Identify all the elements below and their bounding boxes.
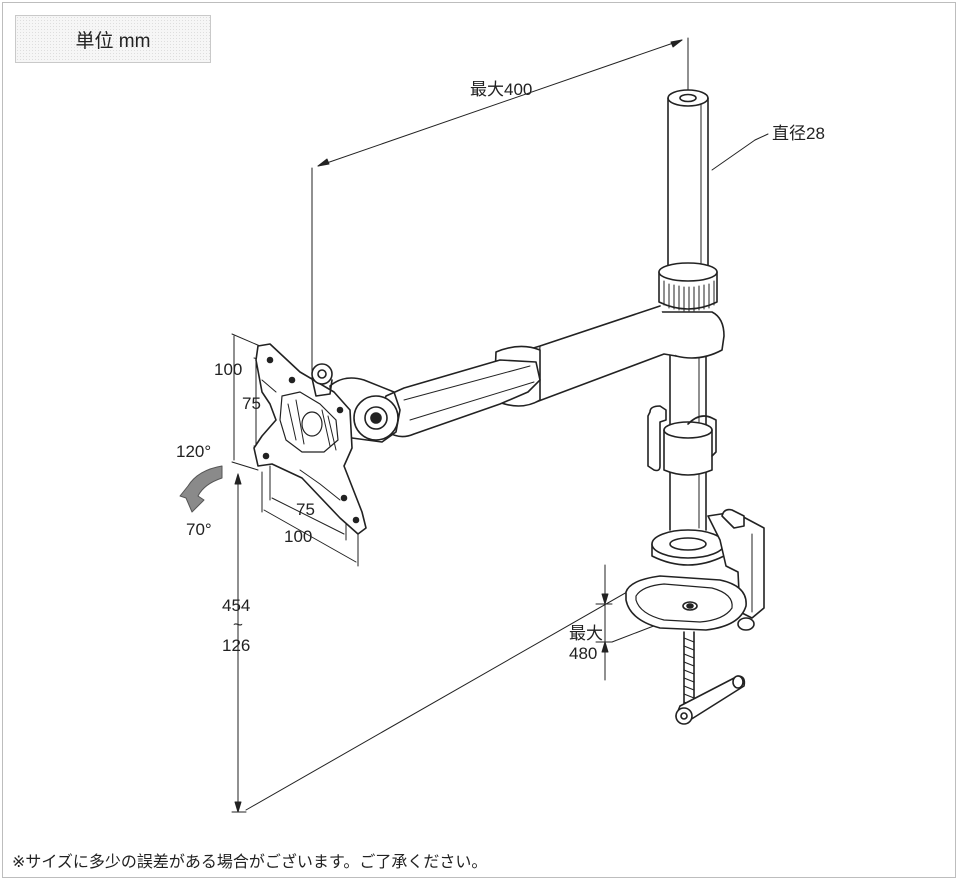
tilt-down-label: 70° <box>186 520 212 539</box>
height-tilde-label: ~ <box>233 615 243 634</box>
height-max-label: 454 <box>222 596 251 615</box>
height-min-label: 126 <box>222 636 251 655</box>
vesa-plate <box>253 343 367 535</box>
vesa-inner-width-label: 75 <box>296 500 315 519</box>
unit-label-box: 単位 mm <box>15 15 211 63</box>
desk-clamp <box>625 508 765 725</box>
vesa-inner-height-label: 75 <box>242 394 261 413</box>
vesa-outer-height-label: 100 <box>214 360 243 379</box>
tilt-up-label: 120° <box>176 442 212 461</box>
pole <box>667 89 709 531</box>
unit-label: 単位 mm <box>75 30 151 52</box>
arm <box>329 305 725 443</box>
pole-diameter-label: 直径28 <box>772 124 825 143</box>
clamp-max-word-label: 最大 <box>569 624 603 643</box>
pole-collar <box>658 262 718 312</box>
vesa-outer-width-label: 100 <box>284 527 313 546</box>
tilt-arrow <box>179 465 223 513</box>
footnote: ※サイズに多少の誤差がある場合がございます。ご了承ください。 <box>12 854 488 871</box>
cable-holder <box>647 405 717 476</box>
arm-reach-label: 最大400 <box>470 80 533 99</box>
clamp-max-value-label: 480 <box>569 644 598 663</box>
